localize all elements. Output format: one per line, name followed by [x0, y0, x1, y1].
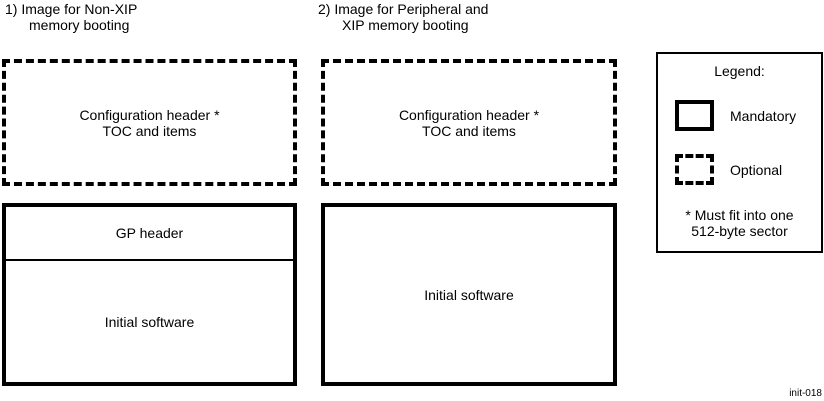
column1-initial-software-section: Initial software	[104, 313, 195, 330]
legend-optional-label: Optional	[730, 161, 783, 178]
column1-config-header-line1: Configuration header *	[79, 106, 220, 123]
mandatory-swatch-icon	[675, 100, 714, 131]
legend-box: Legend: Mandatory Optional * Must fit in…	[656, 52, 823, 253]
column2-image-box: Initial software	[321, 203, 617, 386]
column1-image-box: GP header Initial software	[2, 203, 297, 386]
column2-config-header-box: Configuration header * TOC and items	[321, 59, 617, 186]
column2-config-header-line1: Configuration header *	[398, 106, 540, 123]
legend-footnote-line1: * Must fit into one	[685, 207, 794, 223]
optional-swatch-icon	[675, 154, 714, 185]
legend-item-optional: Optional	[675, 154, 782, 185]
column1-config-header-line2: TOC and items	[102, 122, 197, 139]
column1-gp-header-section: GP header	[6, 207, 293, 261]
column1-config-header-box: Configuration header * TOC and items	[2, 59, 297, 186]
legend-footnote: * Must fit into one 512-byte sector	[658, 207, 821, 239]
column1-title: 1) Image for Non-XIP memory booting	[5, 1, 137, 33]
column2-title: 2) Image for Peripheral and XIP memory b…	[318, 1, 488, 33]
legend-mandatory-label: Mandatory	[730, 107, 797, 124]
legend-title: Legend:	[714, 63, 765, 79]
column2-title-line1: 2) Image for Peripheral and	[318, 1, 489, 17]
column1-title-line1: 1) Image for Non-XIP	[5, 1, 138, 17]
column2-title-line2: XIP memory booting	[342, 17, 469, 33]
column2-initial-software-section: Initial software	[424, 286, 514, 303]
figure-id: init-018	[789, 388, 822, 399]
legend-item-mandatory: Mandatory	[675, 100, 796, 131]
legend-footnote-line2: 512-byte sector	[691, 223, 788, 239]
column1-title-line2: memory booting	[29, 17, 130, 33]
column2-config-header-line2: TOC and items	[422, 122, 516, 139]
